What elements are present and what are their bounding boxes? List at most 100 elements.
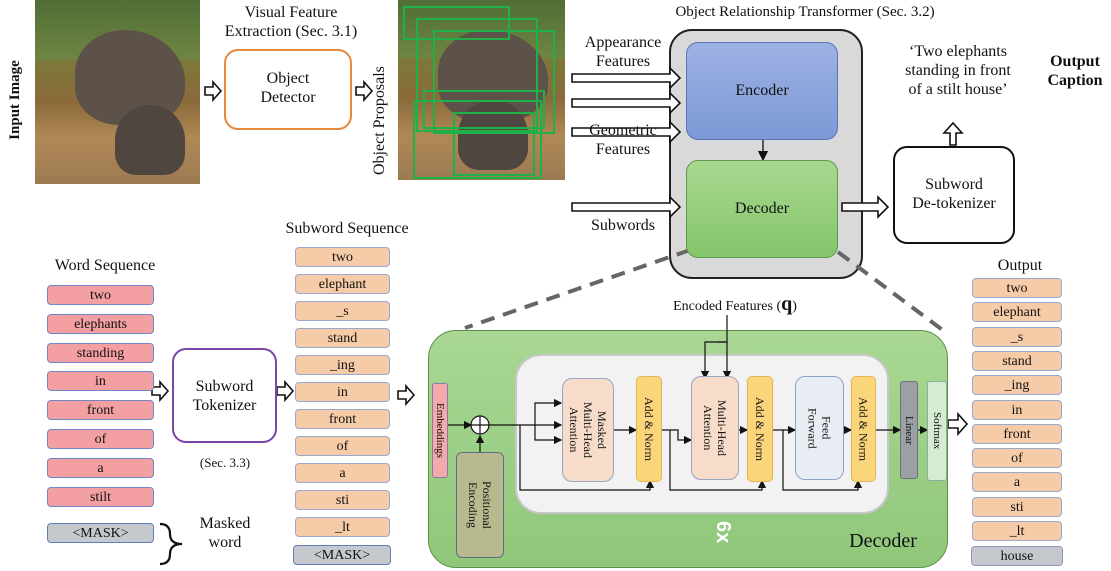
proposal-box xyxy=(433,30,555,134)
proposal-box xyxy=(416,18,538,132)
arrow-tokenizer-to-subwords xyxy=(276,379,295,403)
mha-label: Multi-Head Attention xyxy=(701,400,729,456)
subword-token: _ing xyxy=(295,355,390,375)
add-norm-label: Add & Norm xyxy=(753,397,767,461)
decoder-block: Decoder xyxy=(686,160,838,258)
subword-token: _s xyxy=(295,301,390,321)
output-token: _lt xyxy=(972,521,1062,541)
word-token: elephants xyxy=(47,313,154,334)
add-norm-label: Add & Norm xyxy=(642,397,656,461)
arrow-detok-to-caption xyxy=(942,121,964,146)
encoded-features-label: Encoded Features (q) xyxy=(673,293,797,315)
embeddings-block: Embeddings xyxy=(432,383,448,478)
zoom-line-left xyxy=(464,248,691,330)
word-token: of xyxy=(47,429,154,449)
output-token: two xyxy=(972,278,1062,298)
proposal-box xyxy=(423,90,545,129)
output-token: front xyxy=(972,423,1062,444)
subwords-input-label: Subwords xyxy=(590,217,655,234)
detokenizer-label: Subword De-tokenizer xyxy=(912,176,996,212)
subword-token: elephant xyxy=(295,274,390,294)
add-norm-block-1: Add & Norm xyxy=(636,376,662,482)
proposal-box xyxy=(413,100,542,179)
input-image xyxy=(35,0,200,184)
arrow-detector-to-proposals xyxy=(355,79,374,103)
encoder-label: Encoder xyxy=(735,82,789,99)
arrow-words-to-tokenizer xyxy=(151,379,170,403)
output-token: of xyxy=(972,448,1062,469)
tokenizer-section-note: (Sec. 3.3) xyxy=(199,455,251,470)
encoder-block: Encoder xyxy=(686,42,838,140)
detokenizer-box: Subword De-tokenizer xyxy=(893,146,1015,244)
generated-caption: ‘Two elephants standing in front of a st… xyxy=(905,43,1011,98)
subword-tokenizer-label: Subword Tokenizer xyxy=(192,378,257,414)
arrow-image-to-detector xyxy=(204,79,223,103)
arrow-proposals xyxy=(571,91,682,115)
subword-tokenizer-box: Subword Tokenizer xyxy=(172,348,277,443)
transformer-title: Object Relationship Transformer (Sec. 3.… xyxy=(675,4,935,20)
masked-word-label: Masked word xyxy=(199,515,251,551)
subword-token: _lt xyxy=(295,517,390,537)
output-token: elephant xyxy=(972,302,1062,323)
positional-encoding-label: Positional Encoding xyxy=(466,480,494,529)
feed-forward-block: Feed Forward xyxy=(795,376,844,480)
subword-sequence-title: Subword Sequence xyxy=(285,220,409,237)
object-detector-label: Object Detector xyxy=(260,70,316,106)
masked-mha-label: Masked Multi-Head Attention xyxy=(567,402,609,458)
word-token: in xyxy=(47,371,154,392)
word-token: a xyxy=(47,457,154,478)
object-proposals-image xyxy=(398,0,565,180)
word-token: standing xyxy=(47,342,154,363)
softmax-block: Softmax xyxy=(927,381,947,481)
word-sequence-title: Word Sequence xyxy=(54,257,156,274)
linear-block: Linear xyxy=(900,381,918,479)
arrow-appearance xyxy=(571,66,682,90)
feed-forward-label: Feed Forward xyxy=(805,407,834,449)
output-sequence-title: Output xyxy=(997,257,1043,274)
subword-token: sti xyxy=(295,490,390,510)
subword-token: stand xyxy=(295,328,390,348)
subword-token: front xyxy=(295,409,390,429)
word-token: stilt xyxy=(47,486,154,507)
appearance-features-label: Appearance Features xyxy=(584,34,662,70)
repeat-count: 6x xyxy=(712,521,734,544)
positional-encoding-block: Positional Encoding xyxy=(456,452,504,558)
proposal-box xyxy=(403,6,510,40)
subword-token: of xyxy=(295,436,390,456)
word-mask-token: <MASK> xyxy=(47,523,154,543)
output-token: stand xyxy=(972,350,1062,371)
arrow-geometric xyxy=(571,120,682,144)
word-token: front xyxy=(47,400,154,421)
decoder-detail-title: Decoder xyxy=(849,530,917,552)
linear-label: Linear xyxy=(903,415,915,445)
softmax-label: Softmax xyxy=(931,412,943,450)
embeddings-label: Embeddings xyxy=(434,403,446,458)
geometric-features-label: Geometric Features xyxy=(589,122,657,158)
output-token: sti xyxy=(972,496,1062,517)
arrow-subwords xyxy=(571,195,682,219)
word-token: two xyxy=(47,285,154,305)
subword-token: in xyxy=(295,382,390,402)
mask-brace xyxy=(159,522,183,566)
subword-token: two xyxy=(295,247,390,267)
masked-mha-block: Masked Multi-Head Attention xyxy=(562,378,614,482)
arrow-decoder-to-output xyxy=(947,411,969,437)
object-detector-box: Object Detector xyxy=(224,49,352,130)
subword-token: a xyxy=(295,463,390,483)
output-predicted-token: house xyxy=(971,546,1063,566)
arrow-decoder-to-detok xyxy=(841,195,890,219)
subword-mask-token: <MASK> xyxy=(293,545,391,565)
arrow-subwords-to-decoder xyxy=(397,383,416,407)
proposal-box xyxy=(453,112,535,176)
add-norm-block-3: Add & Norm xyxy=(851,376,876,482)
decoder-label: Decoder xyxy=(734,200,790,217)
add-norm-label: Add & Norm xyxy=(856,397,871,461)
add-norm-block-2: Add & Norm xyxy=(747,376,773,482)
output-token: _s xyxy=(972,326,1062,347)
output-caption-label: Output Caption xyxy=(1047,53,1103,89)
output-token: in xyxy=(972,399,1062,420)
output-token: a xyxy=(972,472,1062,493)
visual-feature-title: Visual Feature Extraction (Sec. 3.1) xyxy=(224,4,358,40)
output-token: _ing xyxy=(972,375,1062,396)
